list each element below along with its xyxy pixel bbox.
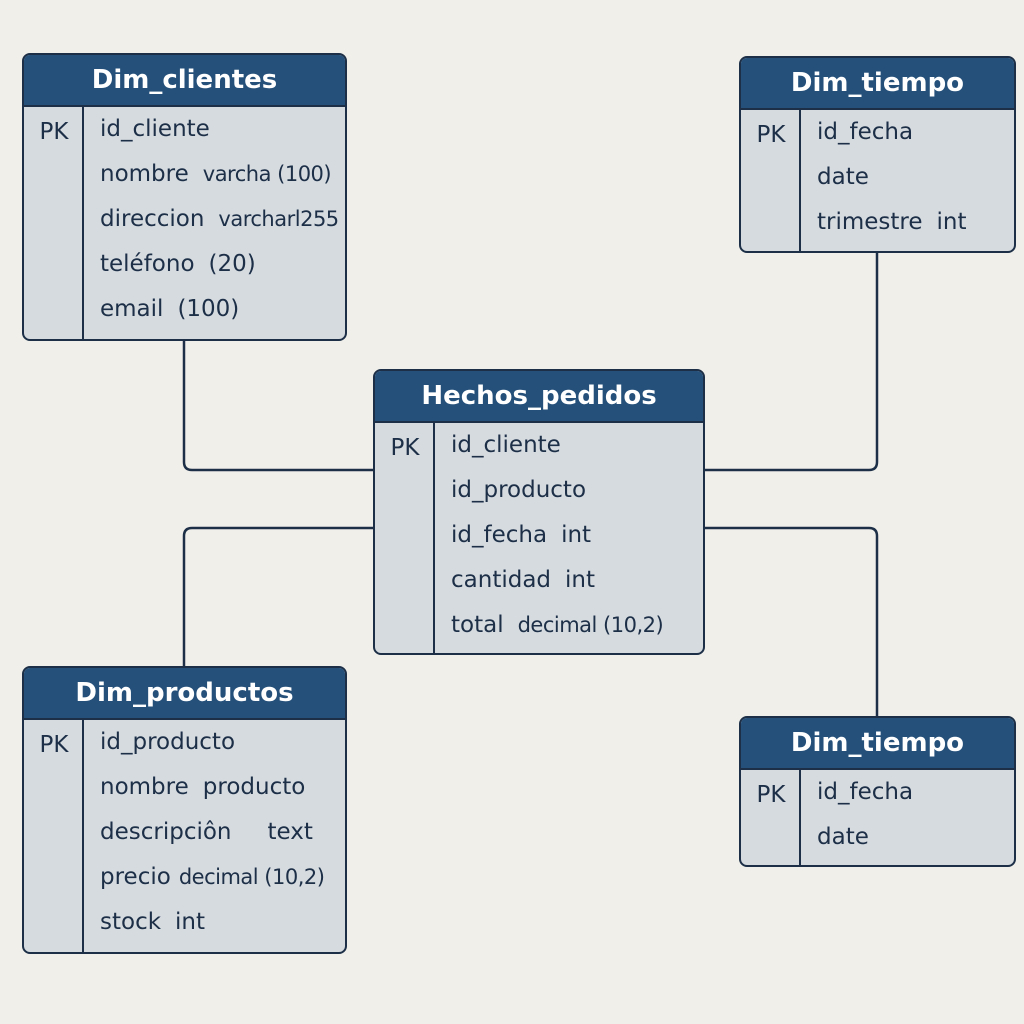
field-type: int [565, 567, 596, 593]
field-row: id_fecha int [451, 513, 699, 558]
connector-tiempo-top-hechos [704, 252, 879, 472]
field-row: date [817, 815, 1010, 860]
field-name: direccion [100, 206, 205, 232]
connector-productos-hechos [182, 526, 374, 667]
field-type: decimal (10,2) [178, 865, 325, 889]
field-row: id_cliente [451, 423, 699, 468]
entity-hechos-pedidos[interactable]: Hechos_pedidos PK id_cliente id_producto… [373, 369, 705, 655]
field-name: id_fecha [451, 522, 548, 548]
field-row: email (100) [100, 287, 341, 332]
entity-body: PK id_cliente nombre varcha (100) direcci… [24, 107, 345, 339]
entity-body: PK id_fecha date trimestre int [741, 110, 1014, 251]
field-name: id_producto [451, 477, 587, 503]
field-name: id_fecha [817, 779, 914, 805]
entity-title: Dim_clientes [24, 55, 345, 107]
entity-title: Dim_tiempo [741, 718, 1014, 770]
entity-dim-tiempo-bottom[interactable]: Dim_tiempo PK id_fecha date [739, 716, 1016, 867]
entity-title: Hechos_pedidos [375, 371, 703, 423]
connector-clientes-hechos [182, 340, 374, 472]
field-type: decimal (10,2) [517, 613, 664, 637]
field-row: teléfono (20) [100, 242, 341, 287]
field-type: producto [202, 774, 306, 800]
field-name: id_cliente [451, 432, 561, 458]
field-row: nombre varcha (100) [100, 152, 341, 197]
entity-body: PK id_fecha date [741, 770, 1014, 865]
pk-column [741, 770, 801, 865]
entity-dim-clientes[interactable]: Dim_clientes PK id_cliente nombre varcha … [22, 53, 347, 341]
field-row: descripciôn text [100, 810, 341, 855]
field-name: id_fecha [817, 119, 914, 145]
field-row: id_producto [100, 720, 341, 765]
field-type: (20) [208, 251, 256, 277]
field-type: (100) [177, 296, 240, 322]
field-row: date [817, 155, 1010, 200]
field-row: cantidad int [451, 558, 699, 603]
field-type: int [175, 909, 206, 935]
field-name: cantidad [451, 567, 552, 593]
connector-tiempo-bottom-hechos [704, 526, 879, 716]
field-row: id_fecha [817, 110, 1010, 155]
pk-label: PK [39, 732, 69, 758]
field-type: varcha (100) [202, 162, 332, 186]
field-name: id_cliente [100, 116, 210, 142]
field-row: precio decimal (10,2) [100, 855, 341, 900]
pk-column [741, 110, 801, 251]
field-name: id_producto [100, 729, 236, 755]
entity-title: Dim_productos [24, 668, 345, 720]
field-row: id_fecha [817, 770, 1010, 815]
field-name: descripciôn [100, 819, 232, 845]
field-name: email [100, 296, 164, 322]
field-row: id_cliente [100, 107, 341, 152]
pk-column [24, 720, 84, 952]
field-name: nombre [100, 774, 189, 800]
entity-dim-tiempo-top[interactable]: Dim_tiempo PK id_fecha date trimestre int [739, 56, 1016, 253]
field-name: stock [100, 909, 162, 935]
field-row: stock int [100, 900, 341, 945]
field-name: teléfono [100, 251, 195, 277]
field-row: direccion varcharl255 [100, 197, 345, 242]
entity-dim-productos[interactable]: Dim_productos PK id_producto nombre produ… [22, 666, 347, 954]
pk-label: PK [39, 119, 69, 145]
pk-label: PK [756, 122, 786, 148]
field-row: id_producto [451, 468, 699, 513]
pk-column [375, 423, 435, 653]
field-name: total [451, 612, 504, 638]
pk-label: PK [756, 782, 786, 808]
pk-column [24, 107, 84, 339]
field-name: date [817, 824, 869, 850]
field-row: trimestre int [817, 200, 1010, 245]
entity-body: PK id_producto nombre producto descripciô… [24, 720, 345, 952]
field-name: precio [100, 864, 171, 890]
field-row: nombre producto [100, 765, 341, 810]
field-name: trimestre [817, 209, 923, 235]
field-type: text [267, 819, 313, 845]
field-type: int [561, 522, 592, 548]
entity-title: Dim_tiempo [741, 58, 1014, 110]
pk-label: PK [390, 435, 420, 461]
field-name: nombre [100, 161, 189, 187]
field-name: date [817, 164, 869, 190]
field-type: int [936, 209, 967, 235]
field-type: varcharl255 [218, 207, 339, 231]
field-row: total decimal (10,2) [451, 603, 699, 648]
